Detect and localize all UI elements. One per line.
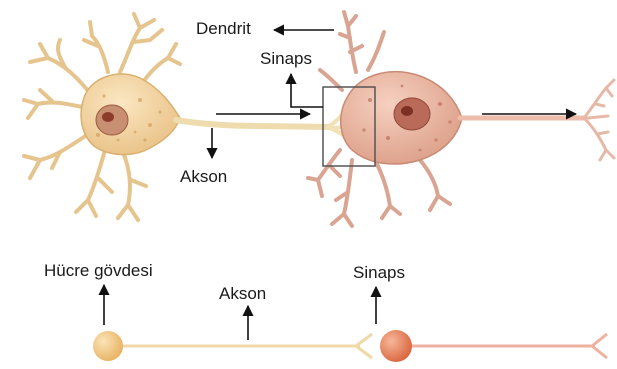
schematic-terminal-right <box>592 334 607 358</box>
right-neuron <box>308 12 614 226</box>
label-hucre-govdesi: Hücre gövdesi <box>44 261 153 280</box>
right-axon-terminals <box>584 80 614 160</box>
schematic-terminal-left <box>356 334 372 358</box>
left-axon <box>176 120 330 127</box>
right-nucleus <box>394 98 430 130</box>
label-sinaps-bottom: Sinaps <box>353 263 405 282</box>
label-akson-bottom: Akson <box>219 284 266 303</box>
arrow-sinaps-top <box>291 74 323 107</box>
label-akson-top: Akson <box>180 167 227 186</box>
left-neuron <box>24 14 365 220</box>
left-cell-body <box>81 74 180 155</box>
label-dendrit: Dendrit <box>196 19 251 38</box>
left-nucleus <box>96 105 128 135</box>
schematic: Hücre gövdesi Akson Sinaps <box>44 261 607 362</box>
schematic-soma-right <box>380 330 412 362</box>
schematic-soma-left <box>93 331 123 361</box>
label-sinaps-top: Sinaps <box>260 49 312 68</box>
